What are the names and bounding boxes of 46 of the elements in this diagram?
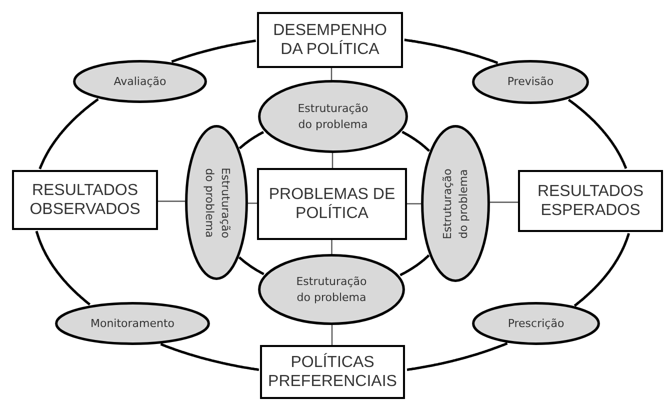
node-label: Estruturação do problema — [440, 167, 470, 241]
process-ellipse — [472, 302, 600, 345]
connector-line — [490, 202, 518, 203]
process-box — [257, 12, 403, 68]
node-label: Estruturação do problema — [202, 166, 232, 240]
ring-connector — [35, 230, 91, 306]
node-label: RESULTADOS ESPERADOS — [536, 182, 645, 220]
process-box — [518, 170, 663, 232]
process-ellipse — [258, 80, 408, 153]
process-ellipse — [258, 254, 405, 325]
process-ellipse — [472, 60, 589, 104]
ring-connector — [171, 39, 256, 63]
connector-line — [330, 68, 332, 80]
process-box — [260, 345, 405, 399]
connector-line — [331, 325, 333, 345]
node-label: Prescrição — [506, 316, 566, 332]
connector-line — [332, 153, 334, 168]
ring-connector — [404, 38, 498, 64]
node-label: RESULTADOS OBSERVADOS — [28, 180, 142, 220]
node-label: PROBLEMAS DE POLÍTICA — [268, 184, 396, 224]
node-label: Previsão — [506, 74, 555, 90]
connector-line — [158, 200, 185, 202]
ring-connector — [568, 98, 628, 170]
node-label: Estruturação do problema — [295, 274, 368, 306]
ring-connector — [238, 256, 264, 276]
ring-connector — [38, 98, 99, 170]
node-label: DESEMPENHO DA POLÍTICA — [272, 20, 388, 60]
ring-connector — [574, 232, 630, 307]
ring-connector — [406, 342, 508, 371]
process-ellipse — [73, 60, 207, 103]
node-label: Estruturação do problema — [296, 100, 370, 132]
ring-connector — [402, 130, 430, 152]
process-ellipse — [55, 302, 210, 345]
connector-line — [331, 240, 332, 254]
node-label: Avaliação — [112, 74, 168, 90]
process-box — [257, 168, 407, 240]
ring-connector — [400, 254, 430, 276]
process-ellipse — [185, 125, 248, 280]
connector-line — [248, 202, 257, 204]
ring-connector — [160, 343, 260, 371]
ring-connector — [238, 130, 264, 150]
process-ellipse — [421, 125, 490, 282]
node-label: POLÍTICAS PREFERENCIAIS — [267, 352, 398, 392]
process-box — [12, 170, 158, 230]
node-label: Monitoramento — [89, 316, 176, 332]
connector-line — [407, 203, 421, 204]
